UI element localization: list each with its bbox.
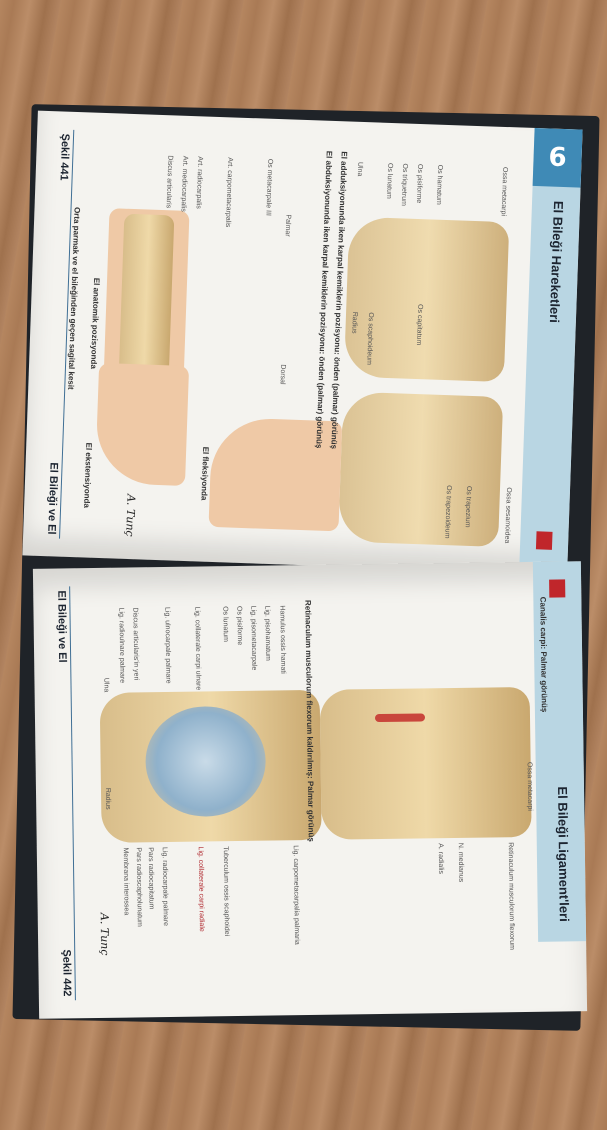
running-title: El Bileği ve El	[55, 590, 69, 663]
label: Ulna	[355, 161, 364, 177]
label: Ulna	[102, 677, 110, 693]
label: Hamulus ossis hamati	[278, 605, 287, 674]
label: Os lunatum	[221, 606, 229, 643]
hand-skeleton-adduction	[338, 391, 504, 547]
running-title: El Bileği ve El	[45, 462, 60, 535]
label: Lig. collaterale carpi ulnare	[193, 606, 202, 691]
figure-label: Şekil 441	[57, 133, 72, 181]
label: Lig. pisohamatum	[263, 605, 272, 661]
label: Radius	[103, 787, 112, 810]
publisher-logo-icon	[549, 579, 566, 598]
publisher-logo-icon	[535, 531, 553, 550]
label: Lig. pisometacarpale	[249, 605, 258, 671]
caption-canalis-carpi: Canalis carpi: Palmar görünüş	[538, 596, 549, 713]
label: Palmar	[283, 214, 292, 237]
signature: A. Tunç	[97, 912, 112, 956]
caption-extension: El ekstensiyonda	[82, 442, 94, 509]
label: Tuberculum ossis scaphoidei	[221, 846, 231, 937]
label: Radius	[350, 311, 359, 334]
label: Os metacarpale III	[264, 158, 274, 217]
label: Pars radiocapitatum	[146, 847, 155, 910]
label: Lig. collaterale carpi radiale	[196, 846, 205, 932]
label: Lig. radiocarpale palmare	[160, 846, 169, 927]
sagittal-bones-anatomic	[118, 213, 175, 381]
label: Lig. carpometacarpalia palmaria	[291, 845, 301, 945]
label: N. medianus	[456, 842, 465, 883]
caption-anatomic: El anatomik pozisyonda	[88, 277, 102, 370]
page-441: 6 El Bileği Hareketleri El abduksiyonund…	[22, 110, 583, 575]
caption-flexion: El fleksiyonda	[199, 446, 211, 501]
sagittal-section-extension	[94, 362, 190, 486]
label: Art. carpometacarpalis	[223, 157, 234, 228]
label: Membrana interossea	[121, 847, 130, 916]
caption-sagittal: Orta parmak ve el bileğinden geçen sagit…	[66, 206, 82, 390]
page-442: El Bileği Ligament'leri Canalis carpi: P…	[32, 561, 588, 1019]
section-title: El Bileği Ligament'leri	[554, 786, 572, 922]
label: Discus articularis	[164, 155, 174, 209]
label: Os trapezium	[463, 485, 473, 528]
label: Retinaculum musculorum flexorum	[506, 842, 516, 951]
label: A. radialis	[436, 843, 445, 874]
label: Art. mediocarpalis	[179, 155, 189, 212]
chapter-number: 6	[532, 127, 583, 188]
label: Os triquetrum	[399, 163, 409, 206]
label: Os pisiforme	[235, 605, 243, 646]
signature: A. Tunç	[123, 493, 138, 537]
artery-illustration	[374, 713, 426, 723]
label: Os lunatum	[385, 162, 394, 199]
label: Os pisiforme	[414, 163, 424, 204]
label: Art. radiocarpalis	[194, 156, 204, 209]
label: Os hamatum	[434, 164, 444, 205]
label: Lig. radioulnare palmare	[117, 607, 126, 684]
label: Discus articularis'in yeri	[131, 607, 140, 681]
footer-rule	[69, 586, 76, 1001]
label: Ossa sesamoidea	[503, 487, 513, 544]
label: Dorsal	[278, 364, 287, 385]
label: Pars radioscapholunatum	[134, 847, 143, 927]
label: Os capitatum	[414, 303, 424, 346]
label: Lig. ulnocarpale palmare	[163, 606, 172, 684]
carpal-tunnel-illustration	[319, 686, 532, 840]
label: Ossa metacarpi	[525, 761, 534, 812]
figure-label: Şekil 442	[60, 949, 73, 997]
label: Ossa metacarpi	[499, 166, 509, 217]
